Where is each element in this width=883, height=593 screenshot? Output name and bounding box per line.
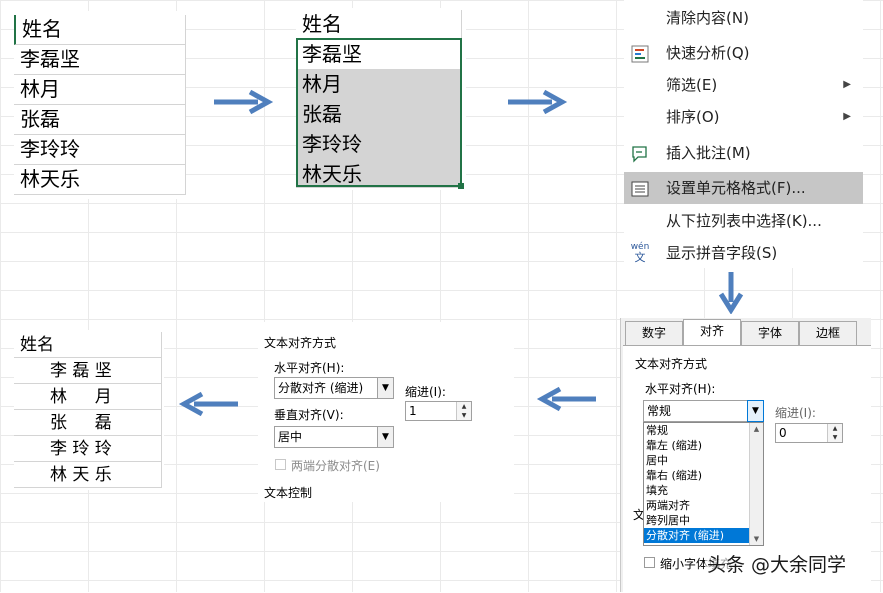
indent-spinner[interactable]: 0 ▲▼: [775, 423, 843, 443]
horizontal-align-select[interactable]: 分散对齐 (缩进) ▼: [274, 377, 394, 399]
format-cells-icon: [630, 178, 650, 198]
dropdown-chevron-icon[interactable]: ▼: [377, 426, 394, 448]
sheet-name-cell[interactable]: 李磊坚: [14, 45, 186, 75]
fill-handle[interactable]: [458, 183, 464, 189]
sheet-header-cell[interactable]: 姓名: [14, 15, 186, 45]
context-menu: 清除内容(N) 快速分析(Q) 筛选(E) ▶ 排序(O) ▶ 插入批注(M): [624, 0, 863, 268]
sheet-name-cell[interactable]: 李 磊 坚: [14, 358, 162, 384]
list-option[interactable]: 跨列居中: [646, 514, 690, 527]
indent-label: 缩进(I):: [775, 406, 816, 420]
dropdown-chevron-icon[interactable]: ▼: [377, 377, 394, 399]
horizontal-align-label: 水平对齐(H):: [274, 361, 345, 375]
sheet-name-cell[interactable]: 林 月: [14, 384, 162, 410]
arrow-down-icon: [718, 272, 744, 314]
arrow-right-icon: [214, 89, 274, 115]
sheet-distributed-result: 姓名 李 磊 坚 林 月 张 磊 李 玲 玲 林 天 乐: [14, 330, 164, 490]
sheet-name-cell[interactable]: 张 磊: [14, 410, 162, 436]
sheet-name-cell[interactable]: 张磊: [14, 105, 186, 135]
sheet-name-cell[interactable]: 张磊: [296, 100, 462, 130]
scroll-up-icon[interactable]: ▲: [753, 425, 760, 433]
justify-distributed-label: 两端分散对齐(E): [291, 459, 380, 473]
partial-label: 文: [633, 508, 646, 522]
sheet-header-cell[interactable]: 姓名: [296, 10, 462, 40]
submenu-arrow-icon: ▶: [843, 79, 851, 90]
list-option-selected[interactable]: 分散对齐 (缩进): [644, 528, 750, 543]
horizontal-align-label: 水平对齐(H):: [645, 382, 716, 396]
arrow-left-icon: [536, 386, 596, 412]
menu-item-quick-analysis[interactable]: 快速分析(Q): [624, 37, 863, 69]
sheet-name-cell[interactable]: 李 玲 玲: [14, 436, 162, 462]
menu-item-sort[interactable]: 排序(O) ▶: [624, 101, 863, 133]
tab-font[interactable]: 字体: [741, 321, 799, 345]
tab-number[interactable]: 数字: [625, 321, 683, 345]
menu-item-filter[interactable]: 筛选(E) ▶: [624, 69, 863, 101]
menu-item-clear-contents[interactable]: 清除内容(N): [666, 9, 749, 27]
selection-border: [296, 38, 462, 187]
list-option[interactable]: 靠左 (缩进): [646, 439, 703, 452]
list-option[interactable]: 填充: [646, 484, 668, 497]
horizontal-align-options-list: 常规 靠左 (缩进) 居中 靠右 (缩进) 填充 两端对齐 跨列居中 分散对齐 …: [643, 422, 764, 546]
list-scrollbar[interactable]: ▲ ▼: [749, 423, 763, 545]
dialog-tab-strip: 数字 对齐 字体 边框: [621, 318, 871, 346]
text-control-label: 文本控制: [264, 486, 313, 500]
sheet-original: 姓名 李磊坚 林月 张磊 李玲玲 林天乐: [14, 11, 186, 199]
sheet-name-cell[interactable]: 李磊坚: [296, 40, 462, 70]
spinner-arrows-icon[interactable]: ▲▼: [456, 402, 471, 420]
alignment-settings-result: 文本对齐方式 水平对齐(H): 分散对齐 (缩进) ▼ 缩进(I): 1 ▲▼ …: [258, 322, 514, 502]
sheet-selected: 姓名 李磊坚 林月 张磊 李玲玲 林天乐: [296, 8, 466, 190]
list-option[interactable]: 常规: [646, 424, 668, 437]
indent-spinner[interactable]: 1 ▲▼: [405, 401, 472, 421]
watermark: 头条 @大余同学: [705, 550, 849, 577]
spinner-arrows-icon[interactable]: ▲▼: [827, 424, 842, 442]
sheet-name-cell[interactable]: 林天乐: [296, 160, 462, 188]
insert-comment-icon: [630, 143, 650, 163]
justify-distributed-checkbox[interactable]: [275, 459, 286, 470]
sheet-name-cell[interactable]: 林天乐: [14, 165, 186, 195]
tab-alignment[interactable]: 对齐: [683, 319, 741, 345]
phonetic-icon: wén 文: [630, 242, 650, 264]
menu-item-format-cells[interactable]: 设置单元格格式(F)...: [624, 172, 863, 204]
sheet-name-cell[interactable]: 李玲玲: [296, 130, 462, 160]
list-option[interactable]: 靠右 (缩进): [646, 469, 703, 482]
quick-analysis-icon: [630, 43, 650, 63]
sheet-name-cell[interactable]: 林 天 乐: [14, 462, 162, 488]
shrink-to-fit-checkbox[interactable]: [644, 557, 655, 568]
menu-item-insert-comment[interactable]: 插入批注(M): [624, 137, 863, 169]
sheet-name-cell[interactable]: 李玲玲: [14, 135, 186, 165]
arrow-left-icon: [178, 391, 238, 417]
section-title-text-alignment: 文本对齐方式: [264, 336, 337, 350]
list-option[interactable]: 两端对齐: [646, 499, 690, 512]
horizontal-align-select[interactable]: 常规 ▼: [643, 400, 764, 422]
sheet-header-cell[interactable]: 姓名: [14, 332, 162, 358]
tab-border[interactable]: 边框: [799, 321, 857, 345]
format-cells-dialog: 数字 对齐 字体 边框 文本对齐方式 水平对齐(H): 常规 ▼ 缩进(I): …: [620, 318, 871, 593]
dropdown-chevron-icon[interactable]: ▼: [747, 400, 764, 422]
scroll-down-icon[interactable]: ▼: [753, 535, 760, 543]
sheet-name-cell[interactable]: 林月: [14, 75, 186, 105]
submenu-arrow-icon: ▶: [843, 111, 851, 122]
vertical-align-select[interactable]: 居中 ▼: [274, 426, 394, 448]
section-title-text-alignment: 文本对齐方式: [635, 357, 708, 371]
menu-item-pick-from-list[interactable]: 从下拉列表中选择(K)...: [666, 212, 822, 230]
vertical-align-label: 垂直对齐(V):: [274, 408, 344, 422]
arrow-right-icon: [508, 89, 568, 115]
list-option[interactable]: 居中: [646, 454, 668, 467]
menu-item-phonetic[interactable]: wén 文 显示拼音字段(S): [630, 242, 778, 264]
indent-label: 缩进(I):: [405, 385, 446, 399]
